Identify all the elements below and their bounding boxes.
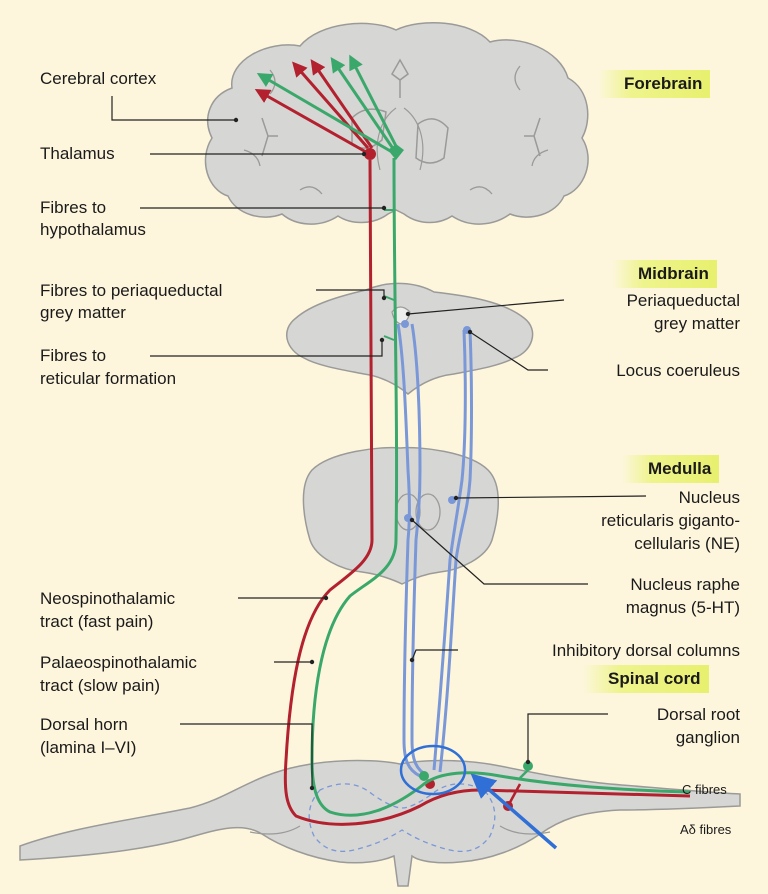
label-dorsal-horn-2: (lamina I–VI) (40, 737, 136, 758)
forebrain-section (205, 23, 588, 224)
label-neospinothalamic-1: Neospinothalamic (40, 588, 175, 609)
label-neospinothalamic-2: tract (fast pain) (40, 611, 153, 632)
region-midbrain: Midbrain (612, 260, 717, 288)
label-fibres-pag-2: grey matter (40, 302, 126, 323)
region-forebrain: Forebrain (598, 70, 710, 98)
label-cerebral-cortex: Cerebral cortex (40, 68, 156, 89)
label-palaeospinothalamic-2: tract (slow pain) (40, 675, 160, 696)
label-locus-coeruleus: Locus coeruleus (616, 360, 740, 381)
label-dorsal-horn-1: Dorsal horn (40, 714, 128, 735)
label-fibres-reticular-2: reticular formation (40, 368, 176, 389)
label-c-fibres: C fibres (682, 782, 727, 797)
midbrain-section (287, 283, 533, 394)
label-fibres-hypothalamus-2: hypothalamus (40, 219, 146, 240)
label-fibres-hypothalamus-1: Fibres to (40, 197, 106, 218)
label-raphe-2: magnus (5-HT) (626, 597, 740, 618)
label-palaeospinothalamic-1: Palaeospinothalamic (40, 652, 197, 673)
label-nrgc-1: Nucleus (679, 487, 740, 508)
dorsal-horn-green-neuron (419, 771, 429, 781)
label-drg-2: ganglion (676, 727, 740, 748)
label-ad-fibres: Aδ fibres (680, 822, 731, 837)
label-fibres-pag-1: Fibres to periaqueductal (40, 280, 222, 301)
pag-neuron (401, 320, 409, 328)
label-thalamus: Thalamus (40, 143, 115, 164)
label-drg-1: Dorsal root (657, 704, 740, 725)
label-fibres-reticular-1: Fibres to (40, 345, 106, 366)
label-pag-1: Periaqueductal (627, 290, 740, 311)
region-spinal-cord: Spinal cord (582, 665, 709, 693)
label-pag-2: grey matter (654, 313, 740, 334)
label-raphe-1: Nucleus raphe (630, 574, 740, 595)
label-nrgc-3: cellularis (NE) (634, 533, 740, 554)
label-nrgc-2: reticularis giganto- (601, 510, 740, 531)
region-medulla: Medulla (622, 455, 719, 483)
spinal-cord-section (20, 761, 740, 887)
label-inhibitory-dorsal-columns: Inhibitory dorsal columns (552, 640, 740, 661)
